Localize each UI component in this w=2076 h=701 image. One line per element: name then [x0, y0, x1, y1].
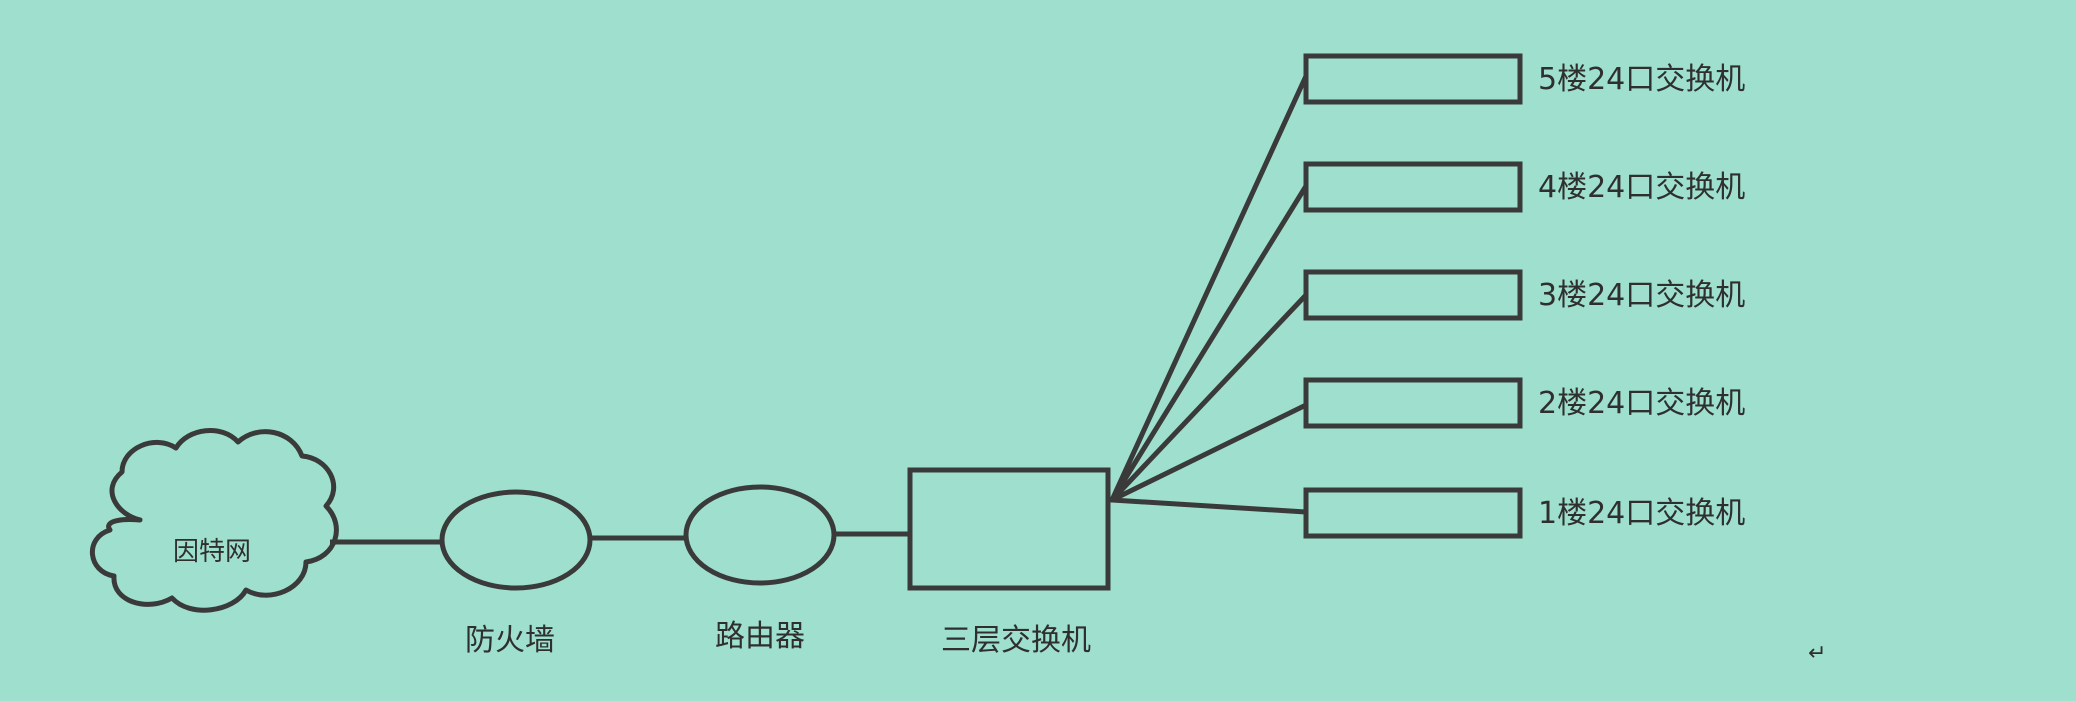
router-node: 路由器 — [683, 484, 837, 654]
core-switch-label: 三层交换机 — [941, 623, 1091, 658]
floor-switch-box — [1303, 53, 1523, 105]
link-core-floor2 — [1109, 402, 1309, 503]
floor-switch-label: 4楼24口交换机 — [1538, 170, 1745, 205]
floor-switch-box — [1303, 487, 1523, 539]
floor-switch-label: 5楼24口交换机 — [1538, 62, 1745, 97]
floor-switch-label: 2楼24口交换机 — [1538, 386, 1745, 421]
floor-switch-5: 5楼24口交换机 — [1303, 53, 1745, 105]
link-core-floor4 — [1109, 183, 1309, 503]
core-switch-box — [907, 467, 1111, 591]
firewall-label: 防火墙 — [465, 623, 555, 658]
floor-switch-label: 3楼24口交换机 — [1538, 278, 1745, 313]
floor-switch-box — [1303, 269, 1523, 321]
router-label: 路由器 — [715, 619, 805, 654]
fanout-links — [1109, 73, 1309, 515]
internet-label: 因特网 — [173, 537, 251, 567]
paragraph-mark: ↵ — [1808, 641, 1826, 666]
floor-switch-4: 4楼24口交换机 — [1303, 161, 1745, 213]
link-core-floor1 — [1109, 497, 1309, 515]
floor-switch-label: 1楼24口交换机 — [1538, 496, 1745, 531]
link-core-floor3 — [1109, 292, 1309, 503]
floor-switch-1: 1楼24口交换机 — [1303, 487, 1745, 539]
floor-switch-2: 2楼24口交换机 — [1303, 377, 1745, 429]
floor-switch-3: 3楼24口交换机 — [1303, 269, 1745, 321]
firewall-ellipse — [439, 489, 593, 591]
internet-node: 因特网 — [90, 428, 339, 613]
chain-links — [330, 531, 910, 545]
floor-switch-box — [1303, 377, 1523, 429]
router-ellipse — [683, 484, 837, 586]
floor-switch-box — [1303, 161, 1523, 213]
link-core-floor5 — [1109, 73, 1309, 503]
firewall-node: 防火墙 — [439, 489, 593, 658]
cloud-icon — [90, 428, 339, 613]
core-switch-node: 三层交换机 — [907, 467, 1111, 658]
